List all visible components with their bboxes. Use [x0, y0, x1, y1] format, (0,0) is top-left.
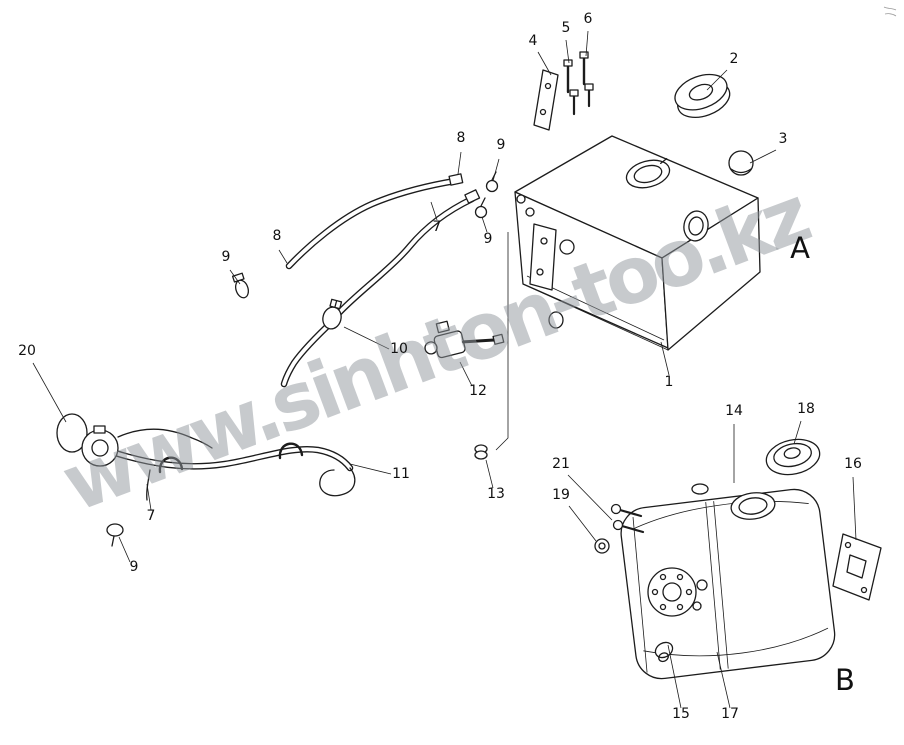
callout-3: 3 — [779, 131, 788, 147]
callout-4: 4 — [529, 33, 538, 49]
clamp-9-mid — [474, 197, 488, 219]
callout-2: 2 — [730, 51, 739, 67]
bolts-5-6 — [563, 51, 594, 116]
studs-21 — [610, 503, 645, 534]
callout-7-pipe: 7 — [147, 508, 156, 524]
callout-16: 16 — [844, 456, 862, 472]
nut-13 — [474, 444, 488, 460]
clamp-9-top — [485, 171, 499, 193]
callout-1: 1 — [665, 374, 674, 390]
tank-a-outlet — [548, 311, 564, 329]
hose-end-fitting — [448, 173, 481, 204]
fuel-sender-20 — [56, 413, 213, 501]
grommet-19 — [594, 538, 610, 554]
callout-9-left: 9 — [222, 249, 231, 265]
callout-13: 13 — [487, 486, 505, 502]
clamp-9-left — [231, 272, 249, 299]
region-label-b: B — [835, 663, 855, 697]
clamp-9-lower — [106, 523, 124, 547]
tank-b-filler — [730, 492, 776, 520]
callout-18: 18 — [797, 401, 815, 417]
callout-8-top: 8 — [457, 130, 466, 146]
pump-plate — [647, 567, 708, 617]
callout-9-top: 9 — [497, 137, 506, 153]
region-label-a: A — [790, 231, 810, 265]
callout-12: 12 — [469, 383, 487, 399]
callout-7-hose: 7 — [433, 219, 442, 235]
plug-3 — [728, 150, 754, 176]
cap-18 — [765, 438, 821, 476]
callout-9-pipe: 9 — [130, 559, 139, 575]
clamp-10 — [322, 298, 343, 330]
filler-neck — [625, 157, 671, 189]
mount-bracket-4 — [533, 69, 559, 131]
tank-a-fitting — [559, 239, 575, 255]
callout-labels: 4 5 6 2 3 8 9 7 9 8 9 1 10 20 12 11 13 7… — [18, 11, 862, 722]
fuel-tank-b — [594, 483, 836, 680]
callout-17: 17 — [721, 706, 739, 722]
fuel-tank-a — [514, 135, 761, 351]
callout-8-left: 8 — [273, 228, 282, 244]
callout-9-mid: 9 — [484, 231, 493, 247]
callout-5: 5 — [562, 20, 571, 36]
callout-11: 11 — [392, 466, 410, 482]
tank-a-boss — [683, 210, 709, 242]
callout-20: 20 — [18, 343, 36, 359]
fuel-pipe-11 — [112, 442, 356, 497]
bracket-16 — [832, 533, 882, 601]
leader-lines — [32, 30, 857, 709]
tank-a-front-plate — [529, 223, 557, 291]
filler-cap-2 — [674, 73, 731, 118]
callout-15: 15 — [672, 706, 690, 722]
callout-6: 6 — [584, 11, 593, 27]
callout-10: 10 — [390, 341, 408, 357]
callout-14: 14 — [725, 403, 743, 419]
callout-21: 21 — [552, 456, 570, 472]
callout-19: 19 — [552, 487, 570, 503]
valve-12 — [424, 320, 505, 359]
reference-line — [495, 232, 509, 451]
corner-mark — [883, 6, 897, 17]
